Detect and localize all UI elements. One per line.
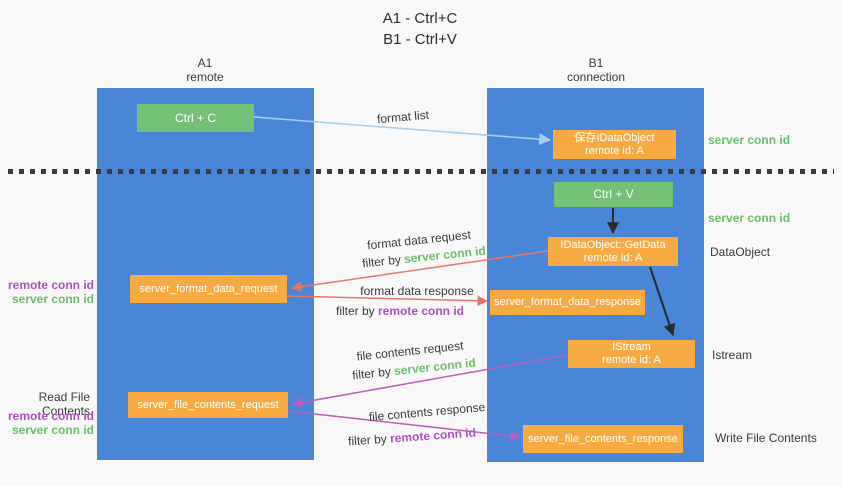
server-format-data-request-label: server_format_data_request [139,282,278,295]
lane-b1-name: B1 [588,56,604,70]
lane-header-a1: A1 remote [145,56,265,84]
format-data-request-arrow [290,250,549,292]
istream-node: IStream remote id: A [568,340,695,368]
idataobject-getdata-node: IDataObject::GetData remote id: A [548,237,678,266]
save-idataobject-node: 保存IDataObject remote id: A [553,130,676,159]
ctrl-c-label: Ctrl + C [174,110,216,125]
left-conn-id-annotation-bottom: remote conn id server conn id [8,409,94,437]
istream-line2: remote id: A [602,354,661,366]
remote-conn-id-annotation: remote conn id [7,278,94,292]
save-idataobject-line1: 保存IDataObject [574,131,655,144]
lane-a1-name: A1 [197,56,213,70]
getdata-line2: remote id: A [583,251,643,264]
dataobject-annotation: DataObject [710,245,771,259]
ctrl-v-label: Ctrl + V [593,187,634,201]
filter-by-remote-conn-id-label-1: filter by remote conn id [336,304,464,318]
server-conn-id-annotation-mid: server conn id [708,211,791,225]
left-conn-id-annotation-top: remote conn id server conn id [8,278,94,306]
istream-annotation: Istream [712,348,753,362]
diagram-title: A1 - Ctrl+C B1 - Ctrl+V [310,8,530,50]
ctrl-c-node: Ctrl + C [137,104,254,132]
format-data-response-label: format data response [360,284,474,298]
server-format-data-request-node: server_format_data_request [130,275,287,303]
getdata-to-istream-arrow [649,266,676,337]
title-line-1: A1 - Ctrl+C [382,10,458,27]
filter-by-text: filter by [335,304,378,318]
getdata-line1: IDataObject::GetData [560,238,666,251]
filter-by-text: filter by [347,431,391,449]
format-list-arrow [253,116,552,146]
server-file-contents-request-label: server_file_contents_request [137,398,279,411]
file-contents-response-arrow [287,410,522,442]
file-contents-request-arrow [291,354,569,408]
server-file-contents-request-node: server_file_contents_request [128,392,288,418]
ctrl-v-node: Ctrl + V [554,182,673,207]
lane-a1-subtitle: remote [186,70,224,84]
write-file-contents-annotation: Write File Contents [715,431,817,445]
server-conn-id-annotation: server conn id [11,292,94,306]
read-file-contents-annotation: Read File Contents [38,390,90,418]
remote-conn-id-text: remote conn id [378,304,465,318]
server-conn-id-annotation-top: server conn id [708,133,791,147]
server-conn-id-annotation: server conn id [11,423,94,437]
istream-line1: IStream [612,341,651,353]
lane-header-b1: B1 connection [536,56,656,84]
server-format-data-response-label: server_format_data_response [494,296,641,308]
server-file-contents-response-node: server_file_contents_response [523,425,683,453]
save-idataobject-line2: remote id: A [585,144,644,157]
server-format-data-response-node: server_format_data_response [490,290,645,315]
title-line-2: B1 - Ctrl+V [383,31,457,48]
remote-conn-id-annotation: remote conn id [7,409,94,423]
session-divider-dotted-line [8,169,834,174]
format-data-response-arrow [286,295,489,307]
lane-b1-subtitle: connection [566,70,626,84]
server-file-contents-response-label: server_file_contents_response [528,432,678,445]
